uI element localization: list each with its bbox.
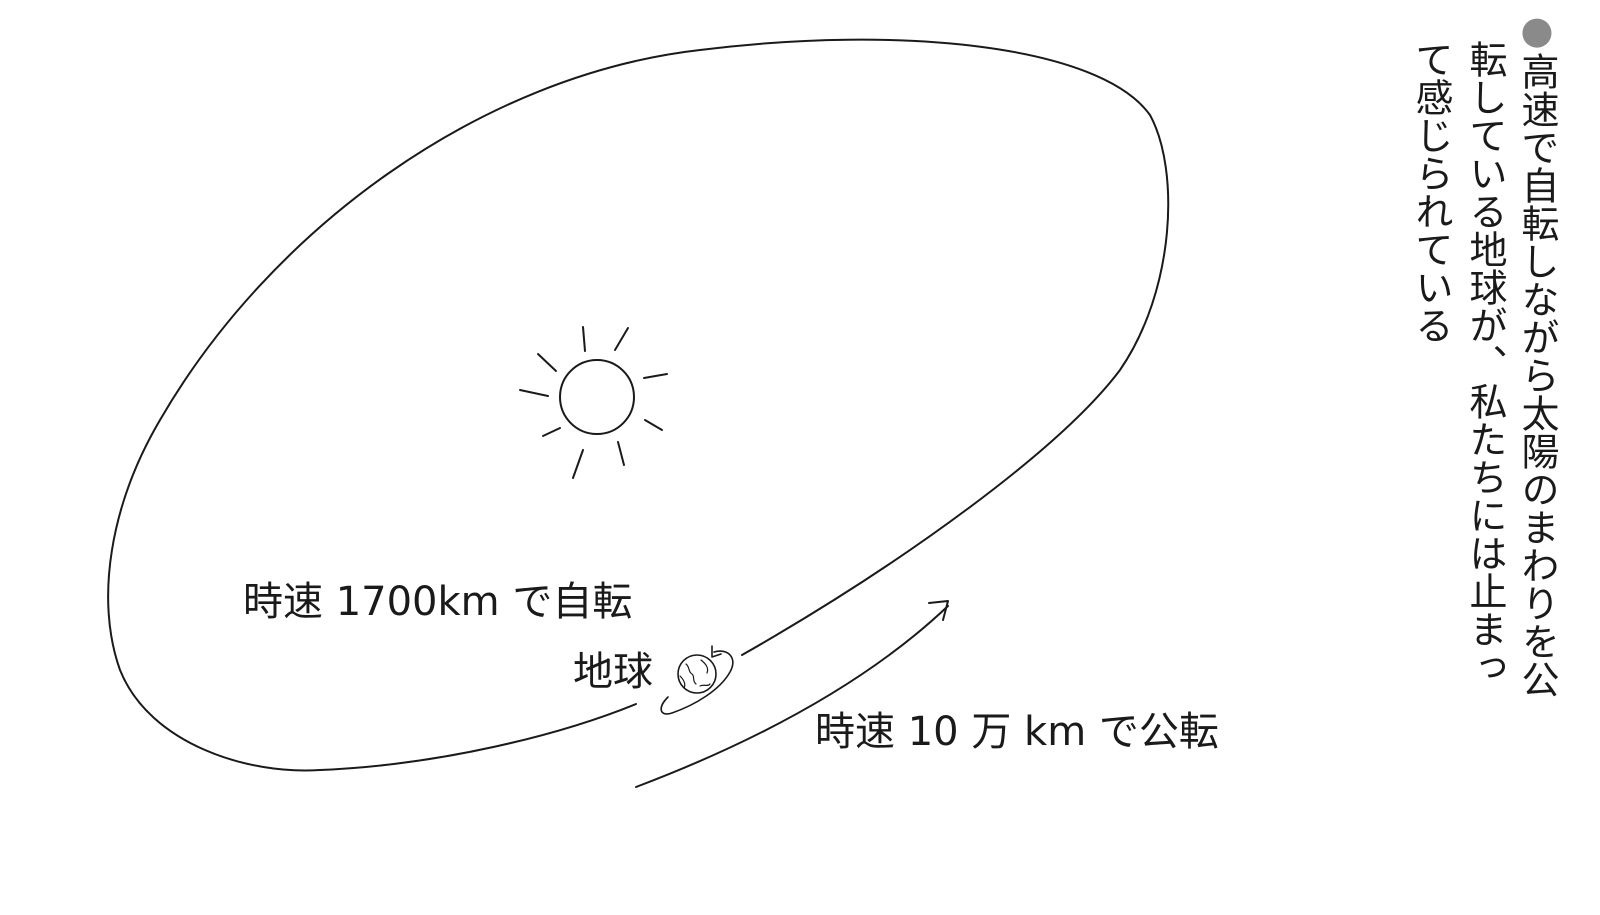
caption-bullet: ●: [1515, 8, 1559, 52]
sun-icon: [519, 326, 668, 479]
revolution-arrow-head: [928, 600, 949, 621]
caption-line-2: 転している地球が、私たちには止まっ: [1463, 40, 1507, 686]
rotation-arrow-icon: [660, 645, 734, 715]
orbit-path: [107, 38, 1170, 772]
rotation-speed-label: 時速 1700km で自転: [243, 579, 633, 625]
revolution-arrow: [635, 605, 949, 788]
caption-line-3: て感じられている: [1409, 40, 1453, 344]
caption-line-1: ●高速で自転しながら太陽のまわりを公: [1515, 8, 1559, 698]
earth-icon: [677, 654, 717, 694]
caption-line-1-text: 高速で自転しながら太陽のまわりを公: [1515, 52, 1559, 698]
revolution-speed-label: 時速 10 万 km で公転: [815, 709, 1219, 755]
earth-label: 地球: [573, 649, 653, 695]
